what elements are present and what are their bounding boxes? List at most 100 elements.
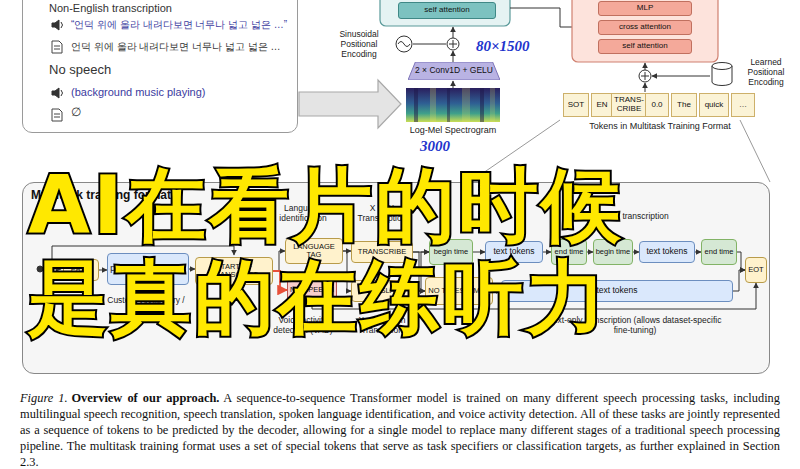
token-box: …: [731, 93, 755, 117]
encoder-wires: [413, 44, 446, 45]
example-panel: Non-English transcription “언덕 위에 올라 내려다보면…: [22, 0, 298, 133]
encoder-frame: [380, 0, 510, 26]
token-box: TRANS-CRIBE: [611, 93, 647, 117]
overlay-title: AI在看片的时候: [28, 166, 624, 246]
node-text: TRANS-CRIBE: [612, 96, 646, 114]
encoder-wires: [447, 38, 459, 50]
decoder-wires: [645, 83, 646, 92]
node-text: TRANSCRIBE: [358, 248, 406, 256]
handwritten-note: 80×1500: [476, 38, 548, 55]
overlay-title: 是真的在练听力: [28, 258, 609, 338]
node-text: “언덕 위에 올라 내려다보면 너무나 넓고 넓은 …”: [71, 19, 287, 30]
document-icon: [54, 114, 60, 117]
spectrogram: [406, 88, 500, 122]
flow-connector: [737, 252, 745, 270]
encoder-wires: [396, 8, 596, 88]
figure-caption: Figure 1.Overview of our approach.A sequ…: [20, 390, 780, 469]
node-text: 언덕 위에 올라 내려다보면 너무나 넓고 넓은 …: [71, 41, 280, 52]
speaker-icon: [61, 22, 63, 28]
decoder-wires: [639, 70, 651, 82]
node-text: Non-English transcription: [49, 2, 172, 14]
decoder-frame: [572, 0, 718, 62]
node-text: end time: [555, 248, 584, 256]
spectrogram: [406, 88, 500, 122]
spectrogram: [462, 88, 470, 122]
annotation-label: Log-Mel Spectrogram: [400, 125, 506, 135]
spectrogram: [414, 88, 418, 122]
decoder-block: cross attention: [598, 20, 692, 35]
database-icon: [712, 63, 732, 86]
flow-connector: [473, 252, 485, 253]
decoder-block: MLP: [598, 1, 692, 16]
document-icon: [54, 46, 60, 49]
node-text: No speech: [49, 63, 111, 77]
node-text: MLP: [637, 4, 653, 13]
speaker-icon: [61, 90, 63, 96]
input-arrow: [299, 80, 401, 128]
zoom-line: [740, 120, 770, 182]
node-text: self attention: [424, 6, 469, 15]
decoder-wires: [652, 76, 710, 77]
node-text: cross attention: [619, 23, 671, 32]
figure-number: Figure 1.: [20, 391, 68, 405]
decoder-wires: [645, 63, 646, 70]
token-box: quick: [699, 93, 729, 117]
decoder-wires: [639, 63, 710, 92]
text-token: text tokens: [639, 241, 695, 263]
spectrogram: [490, 88, 495, 122]
node-text: EN: [596, 101, 607, 110]
decoder-block: self attention: [598, 39, 692, 54]
token-box: SOT: [563, 93, 589, 117]
encoder-block: self attention: [398, 2, 496, 19]
node-text: begin time: [596, 248, 631, 256]
speaker-icon: [52, 20, 63, 98]
decoder-wires: [641, 72, 649, 80]
database-icon: [712, 63, 732, 70]
encoder-wires: [449, 40, 457, 48]
spectrogram: [447, 88, 450, 122]
annotation-label: Sinusoidal Positional Encoding: [326, 30, 392, 59]
node-text: 2 × Conv1D + GELU: [415, 66, 493, 75]
encoder-wires: [453, 81, 454, 88]
encoder-wires: [453, 27, 454, 38]
conv-block: 2 × Conv1D + GELU: [408, 62, 500, 80]
input-arrow: [299, 80, 401, 128]
spectrogram: [480, 88, 484, 122]
node-text: quick: [705, 101, 724, 110]
handwritten-note: 3000: [420, 138, 480, 155]
token-box: The: [671, 93, 697, 117]
node-text: The: [677, 101, 691, 110]
token-box: 0.0: [645, 93, 669, 117]
node-text: 0.0: [651, 101, 662, 110]
spectrogram: [430, 88, 436, 122]
node-text: (background music playing): [71, 86, 206, 98]
speaker-icon: [52, 20, 59, 30]
node-text: SOT: [568, 101, 584, 110]
node-text: end time: [705, 248, 734, 256]
time-token: end time: [701, 239, 737, 265]
special-token: EOT: [745, 257, 767, 283]
document-icon: [52, 109, 62, 121]
document-icon: [52, 41, 62, 121]
encoder-wires: [398, 42, 410, 47]
node-text: ∅: [71, 106, 81, 119]
node-text: …: [739, 101, 747, 110]
encoder-wires: [453, 51, 454, 62]
speaker-icon: [52, 88, 59, 98]
document-icon: [52, 41, 62, 53]
flow-connector: [733, 270, 745, 291]
node-text: text tokens: [493, 247, 534, 256]
decoder-frame: [572, 0, 718, 62]
annotation-label: Tokens in Multitask Training Format: [560, 121, 760, 131]
node-text: begin time: [434, 248, 469, 256]
trapezoid-outline: [408, 62, 500, 80]
encoder-wires: [396, 36, 412, 52]
node-text: self attention: [622, 42, 667, 51]
encoder-frame: [380, 0, 510, 26]
caption-title: Overview of our approach.: [71, 391, 219, 405]
flow-connector: [543, 252, 551, 253]
token-box: EN: [591, 93, 613, 117]
node-text: EOT: [748, 266, 763, 274]
node-text: text tokens: [646, 247, 687, 256]
